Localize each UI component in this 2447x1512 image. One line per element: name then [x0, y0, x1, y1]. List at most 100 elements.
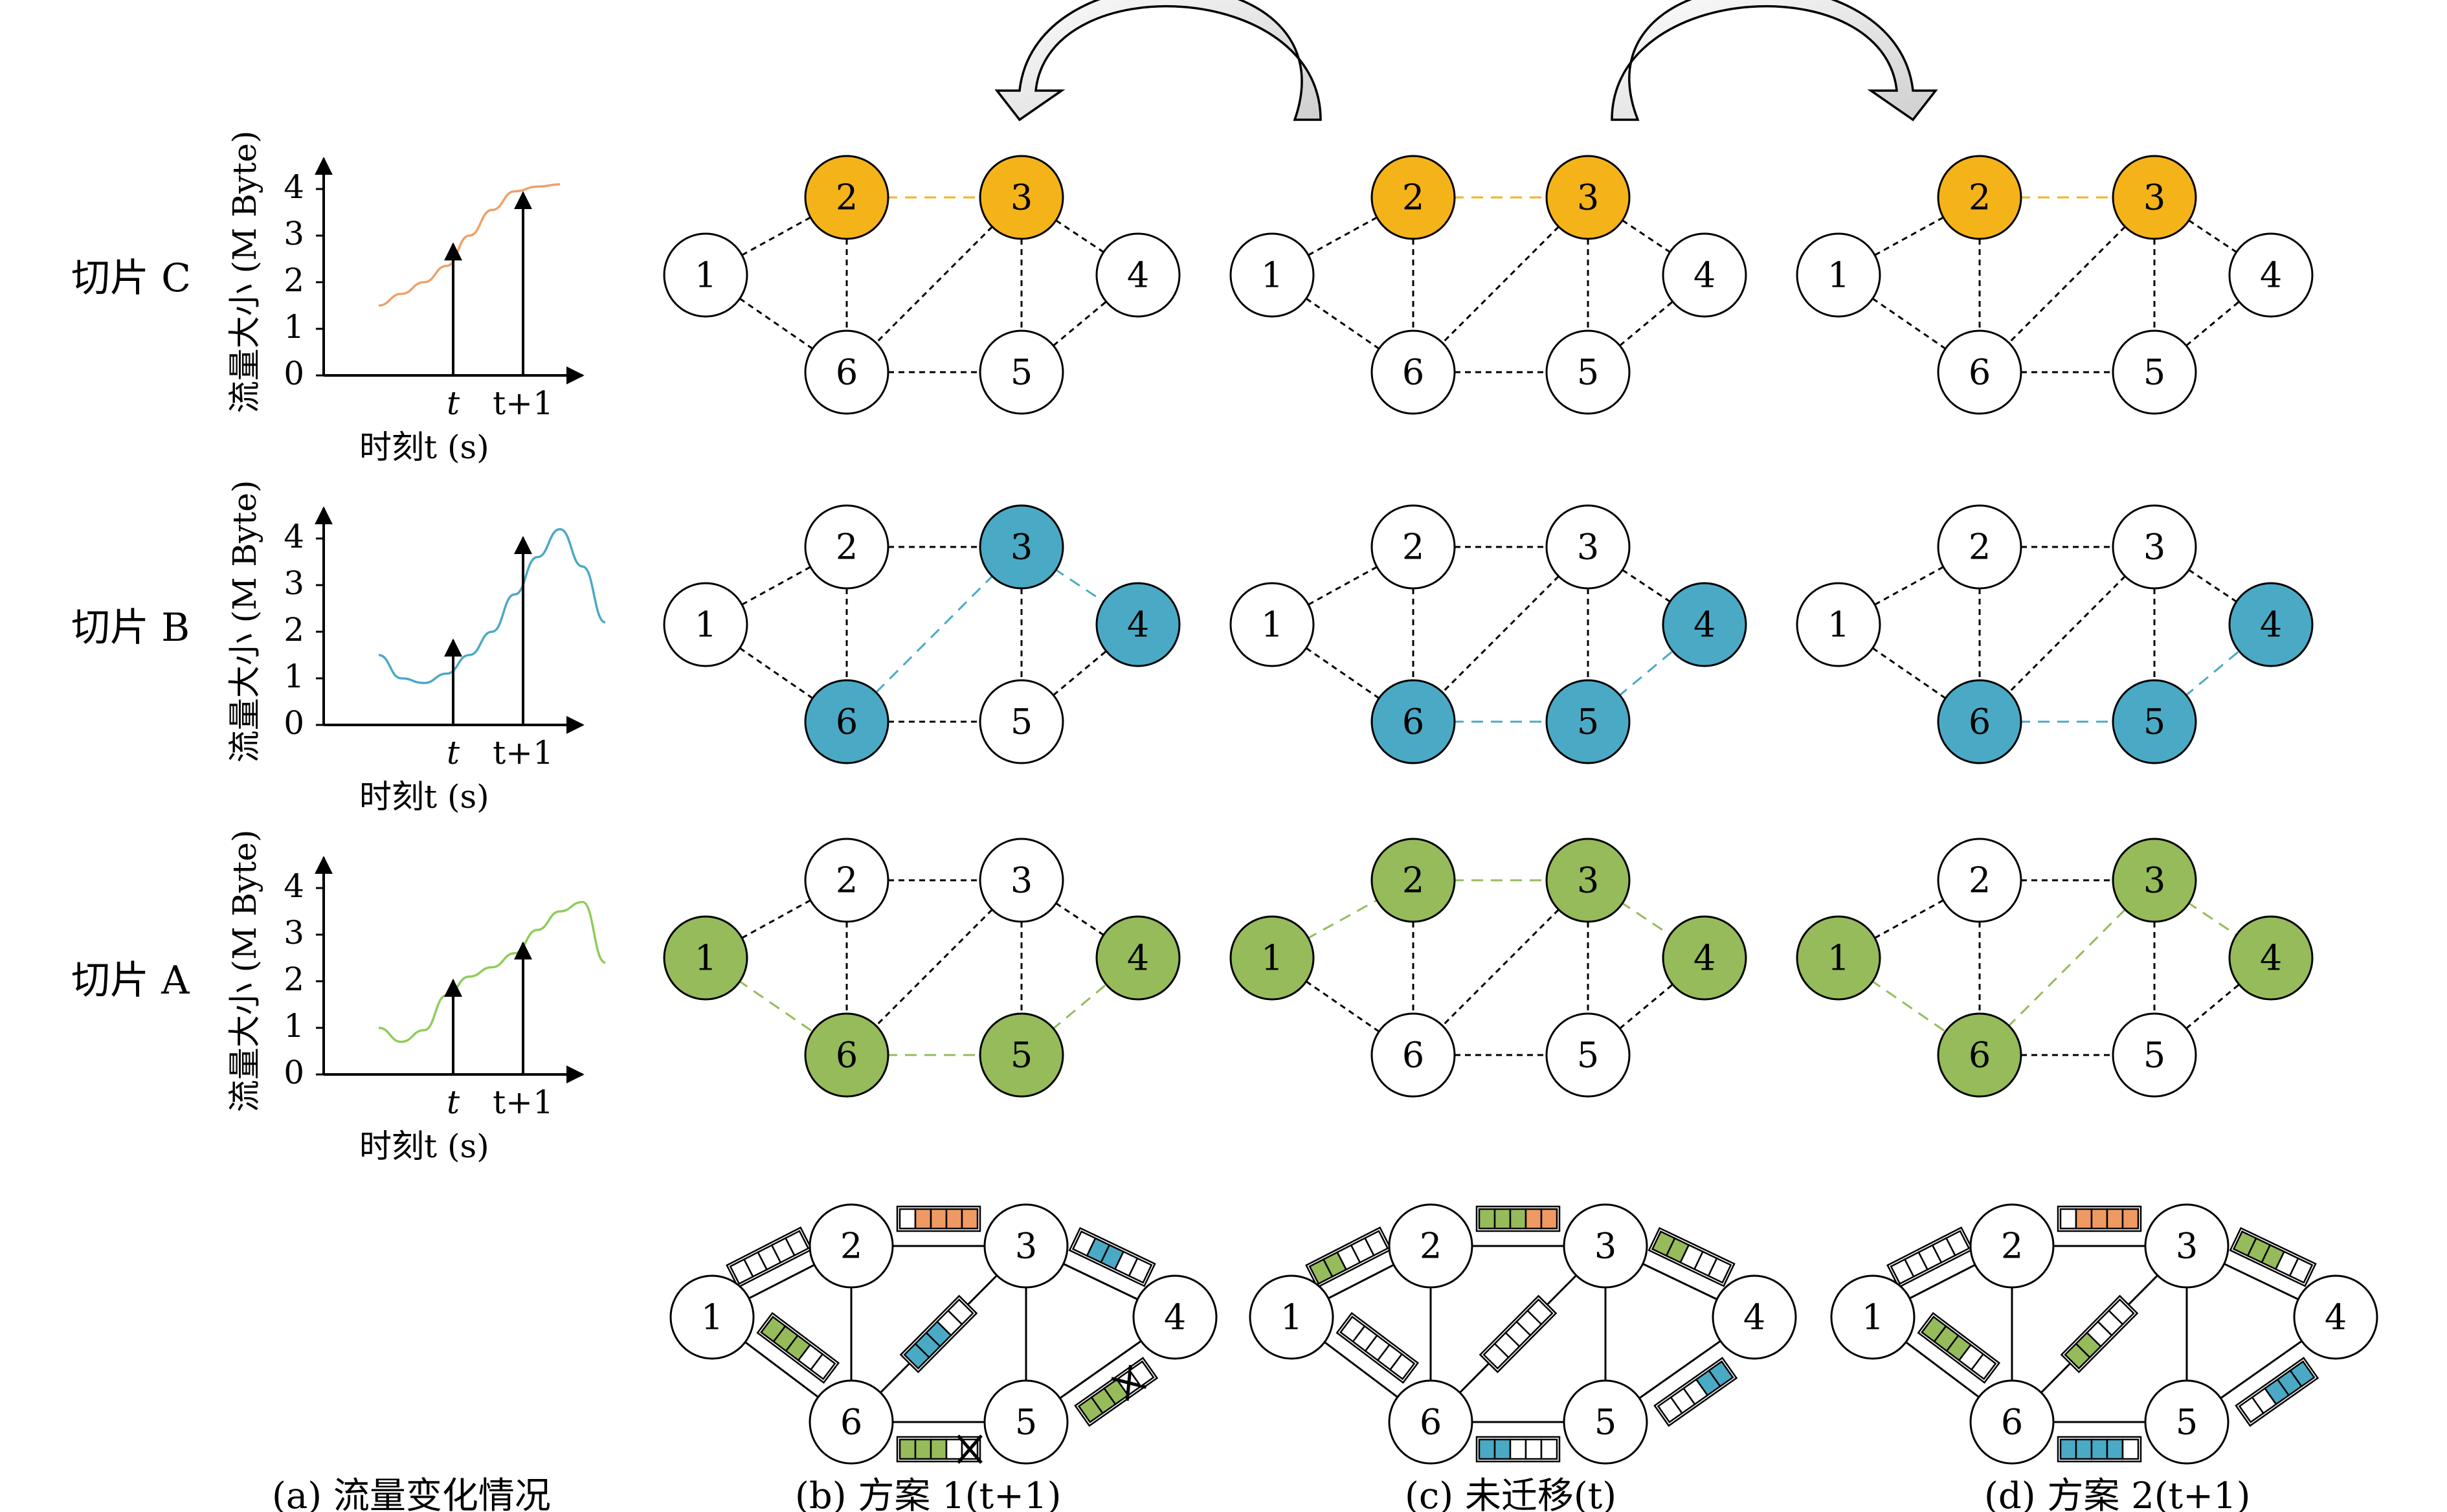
node-1: 1 — [663, 915, 748, 1001]
node-3: 3 — [2112, 155, 2197, 240]
link-buffer-4-5 — [1074, 1357, 1159, 1427]
node-label: 1 — [1261, 605, 1283, 645]
node-circle — [1937, 838, 2022, 923]
buffer-cell — [945, 1208, 963, 1230]
node-circle — [1095, 232, 1181, 318]
y-tick-label: 1 — [284, 1007, 304, 1045]
node-label: 2 — [1969, 177, 1991, 218]
node-circle — [804, 155, 889, 240]
edge-1-6 — [1271, 623, 1414, 723]
x-tick-label-t1: t+1 — [493, 1084, 553, 1121]
node-circle — [2112, 504, 2197, 590]
link-buffer-3-6 — [2060, 1295, 2139, 1373]
node-circle — [1796, 582, 1881, 667]
link-buffer-1-2 — [726, 1226, 813, 1289]
node-label: 2 — [1402, 527, 1424, 568]
buffer-cell — [1970, 1353, 1997, 1381]
traffic-curve — [378, 183, 561, 307]
node-circle — [1937, 504, 2022, 590]
link-buffer-2-3 — [1475, 1205, 1561, 1232]
link-buffer-1-2 — [1305, 1226, 1392, 1289]
node-label: 1 — [1827, 255, 1849, 296]
y-tick-label: 4 — [284, 518, 304, 555]
node-5: 5 — [979, 329, 1064, 415]
node-circle — [804, 679, 889, 764]
node-label: 3 — [1011, 177, 1033, 218]
node-3: 3 — [2144, 1203, 2229, 1289]
node-circle — [1545, 838, 1631, 923]
node-label: 5 — [1577, 352, 1599, 393]
node-label: 3 — [1577, 177, 1599, 218]
y-tick-label: 4 — [284, 867, 304, 905]
node-3: 3 — [1545, 838, 1631, 923]
x-axis-label: 时刻t (s) — [359, 1128, 489, 1165]
edge-1-6 — [705, 623, 847, 723]
buffer-cell — [1945, 1230, 1971, 1257]
buffer-cell — [1128, 1257, 1153, 1284]
node-2: 2 — [804, 155, 889, 240]
buffer-cell — [945, 1438, 963, 1460]
node-5: 5 — [1563, 1379, 1648, 1465]
node-4: 4 — [1662, 582, 1747, 667]
node-6: 6 — [1388, 1379, 1473, 1465]
y-tick-label: 1 — [284, 308, 304, 346]
node-label: 6 — [840, 1402, 862, 1443]
node-6: 6 — [1370, 1012, 1456, 1098]
node-circle — [2112, 838, 2197, 923]
node-circle — [669, 1274, 755, 1360]
node-6: 6 — [1937, 679, 2022, 764]
node-label: 5 — [1011, 702, 1033, 742]
node-circle — [1545, 329, 1631, 415]
node-label: 2 — [840, 1226, 862, 1267]
buffer-cell — [2106, 1438, 2124, 1460]
node-label: 6 — [1969, 702, 1991, 742]
node-label: 3 — [2143, 177, 2165, 218]
node-circle — [983, 1379, 1069, 1465]
node-3: 3 — [1563, 1203, 1648, 1289]
node-4: 4 — [1095, 582, 1181, 667]
buffer-cell — [2075, 1208, 2093, 1230]
node-circle — [1370, 679, 1456, 764]
node-circle — [1229, 582, 1315, 667]
node-6: 6 — [1937, 329, 2022, 415]
y-tick-label: 3 — [284, 914, 304, 951]
link-buffer-2-3 — [2057, 1205, 2142, 1232]
x-tick-label-t: t — [447, 734, 460, 772]
buffer-cell — [1493, 1208, 1512, 1230]
node-circle — [1830, 1274, 1916, 1360]
node-3: 3 — [1545, 155, 1631, 240]
node-label: 6 — [836, 1035, 858, 1076]
buffer-cell — [2121, 1438, 2140, 1460]
caption-b: (b) 方案 1(t+1) — [795, 1475, 1062, 1512]
node-3: 3 — [979, 838, 1064, 923]
node-label: 5 — [1594, 1402, 1616, 1443]
x-tick-label-t: t — [447, 1084, 460, 1121]
node-4: 4 — [2228, 915, 2314, 1001]
row-label-slice-b: 切片 B — [71, 605, 190, 650]
node-6: 6 — [809, 1379, 894, 1465]
link-buffer-3-4 — [2229, 1227, 2317, 1287]
link-buffer-3-6 — [899, 1295, 978, 1373]
node-circle — [2293, 1274, 2378, 1360]
node-6: 6 — [1937, 1012, 2022, 1098]
node-circle — [1388, 1203, 1473, 1289]
node-label: 1 — [1827, 938, 1849, 979]
node-label: 6 — [1969, 1035, 1991, 1076]
node-1: 1 — [1229, 582, 1315, 667]
buffer-cell — [1708, 1360, 1734, 1388]
node-5: 5 — [2112, 679, 2197, 764]
node-2: 2 — [1370, 504, 1456, 590]
node-label: 3 — [1011, 860, 1033, 901]
y-axis-label: 流量大小 (M Byte) — [226, 480, 263, 763]
node-1: 1 — [1229, 915, 1315, 1001]
node-4: 4 — [1095, 232, 1181, 318]
node-6: 6 — [804, 1012, 889, 1098]
node-label: 2 — [1420, 1226, 1442, 1267]
y-tick-label: 2 — [284, 611, 304, 649]
link-buffer-1-6 — [1917, 1312, 2001, 1384]
node-4: 4 — [1095, 915, 1181, 1001]
